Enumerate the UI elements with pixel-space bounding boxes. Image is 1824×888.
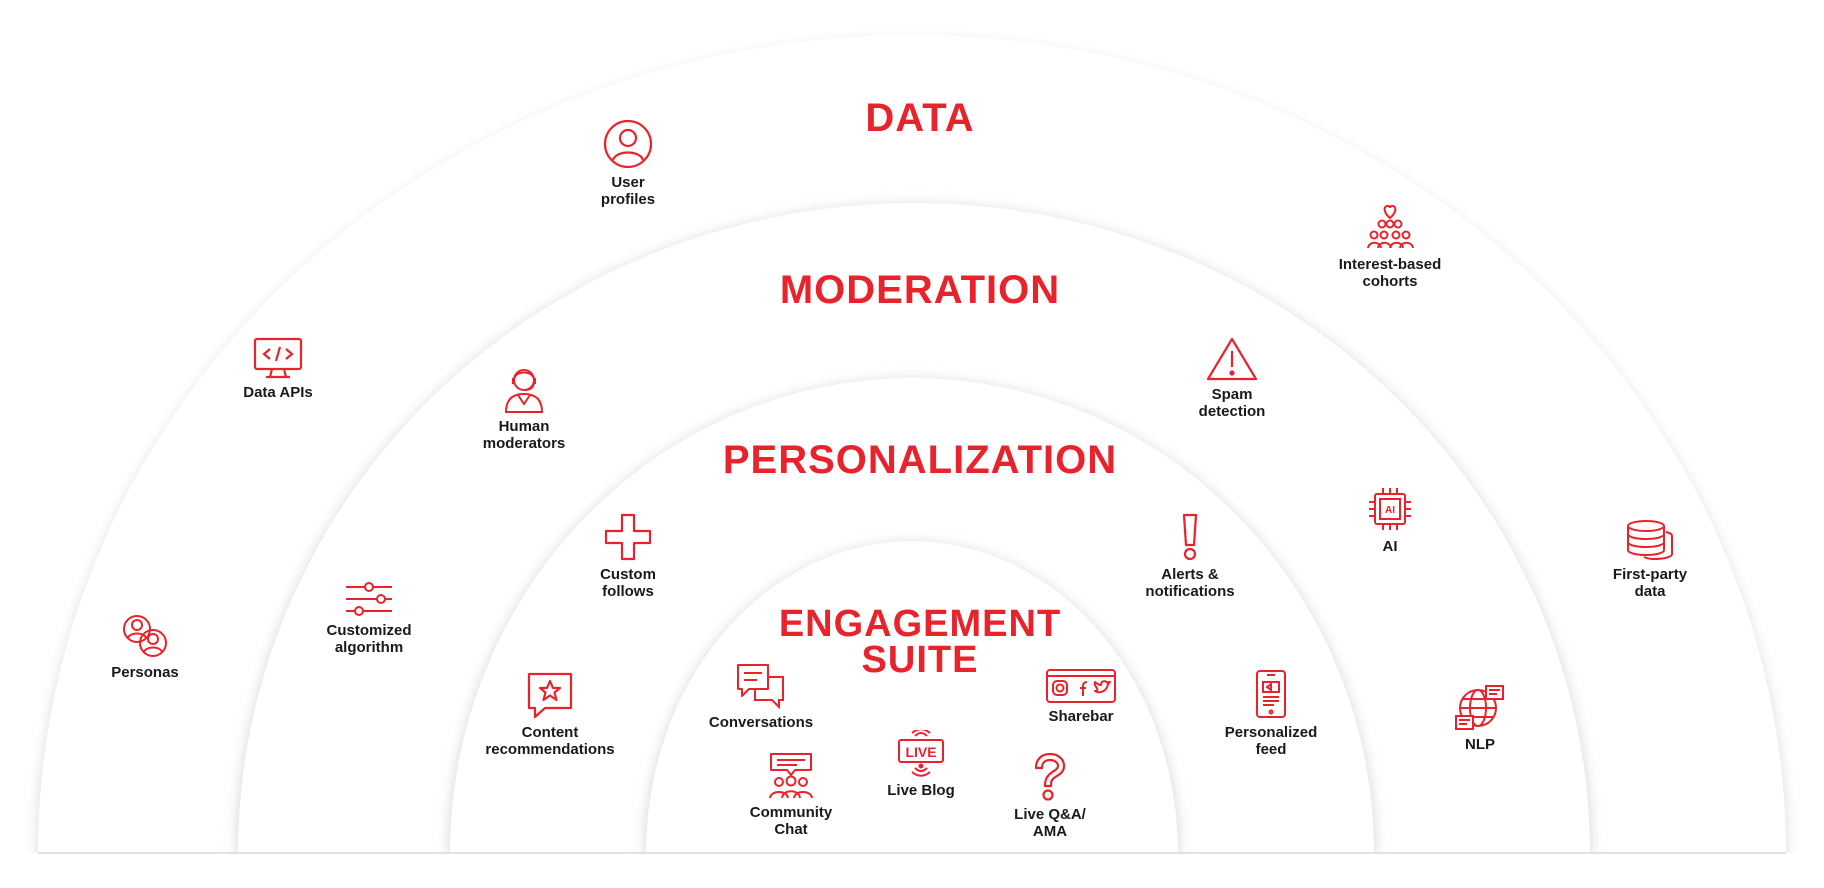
item-label: Personalized feed — [1224, 724, 1318, 758]
moderator-headset-icon — [504, 369, 544, 413]
globe-chat-icon — [1455, 685, 1504, 730]
warning-triangle-icon — [1206, 337, 1258, 381]
item-label: Human moderators — [482, 418, 566, 452]
item-personas: Personas — [65, 612, 225, 681]
sliders-icon — [346, 582, 392, 616]
item-label: NLP — [1465, 736, 1495, 753]
plus-icon — [604, 513, 652, 561]
item-spam-detection: Spam detection — [1152, 336, 1312, 420]
live-badge-text: LIVE — [905, 744, 936, 760]
item-label: Personas — [111, 664, 179, 681]
engagement-title-line1: ENGAGEMENT — [778, 603, 1062, 645]
engagement-ring — [646, 541, 1178, 853]
ai-chip-icon: AI — [1369, 488, 1411, 530]
live-broadcast-icon: LIVE — [898, 730, 944, 777]
item-label: Sharebar — [1048, 708, 1114, 725]
item-conversations: Conversations — [681, 662, 841, 731]
community-chat-icon — [769, 753, 813, 799]
personalization-layer-title: PERSONALIZATION — [722, 438, 1118, 482]
item-label: User profiles — [600, 174, 656, 208]
item-label: Alerts & notifications — [1145, 566, 1235, 600]
item-label: Interest-based cohorts — [1338, 256, 1442, 290]
svg-text:AI: AI — [1385, 505, 1395, 516]
item-label: First-party data — [1612, 566, 1688, 600]
item-label: Community Chat — [749, 804, 833, 838]
item-label: Spam detection — [1198, 386, 1266, 420]
social-sharebar-icon — [1046, 669, 1116, 703]
item-nlp: NLP — [1400, 682, 1560, 753]
item-label: Live Q&A/ AMA — [1014, 806, 1086, 840]
item-label: Custom follows — [600, 566, 656, 600]
item-live-qa: Live Q&A/ AMA — [970, 752, 1130, 840]
star-bubble-icon — [527, 672, 573, 719]
item-live-blog: LIVE Live Blog — [841, 730, 1001, 799]
item-label: AI — [1382, 538, 1398, 555]
item-personalized-feed: Personalized feed — [1191, 668, 1351, 758]
item-label: Data APIs — [243, 384, 313, 401]
item-ai: AI AI — [1310, 484, 1470, 555]
item-interest-cohorts: Interest-based cohorts — [1310, 202, 1470, 290]
question-mark-icon — [1034, 752, 1066, 801]
engagement-title-line2: SUITE — [861, 639, 979, 681]
item-human-moderators: Human moderators — [444, 364, 604, 452]
item-custom-follows: Custom follows — [548, 512, 708, 600]
item-label: Customized algorithm — [326, 622, 412, 656]
item-user-profiles: User profiles — [548, 118, 708, 208]
item-label: Live Blog — [887, 782, 955, 799]
item-content-recommendations: Content recommendations — [470, 670, 630, 758]
chat-bubbles-icon — [737, 664, 784, 710]
engagement-layer-title: ENGAGEMENT SUITE — [778, 603, 1062, 681]
user-profile-icon — [603, 119, 653, 169]
item-sharebar: Sharebar — [1001, 668, 1161, 725]
phone-feed-icon — [1256, 670, 1286, 718]
item-label: Content recommendations — [485, 724, 615, 758]
item-data-apis: Data APIs — [198, 336, 358, 401]
item-customized-algorithm: Customized algorithm — [289, 580, 449, 656]
code-monitor-icon — [253, 337, 303, 379]
exclamation-icon — [1182, 513, 1198, 561]
item-first-party-data: First-party data — [1570, 518, 1730, 600]
item-alerts: Alerts & notifications — [1110, 512, 1270, 600]
personas-icon — [123, 615, 167, 657]
database-icon — [1627, 520, 1673, 561]
group-heart-icon — [1367, 204, 1414, 249]
item-community-chat: Community Chat — [711, 752, 871, 838]
moderation-layer-title: MODERATION — [779, 268, 1061, 312]
data-layer-title: DATA — [865, 96, 975, 140]
item-label: Conversations — [708, 714, 814, 731]
